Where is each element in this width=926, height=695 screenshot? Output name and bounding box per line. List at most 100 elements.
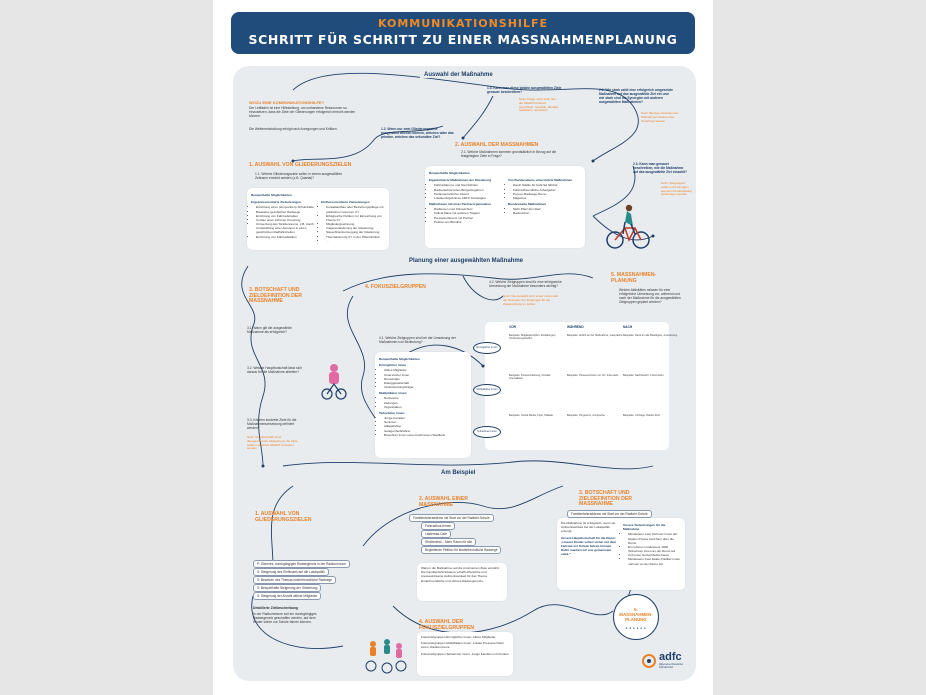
step3-question2: 3.2. Welche Hauptbotschaft lässt sich da…	[247, 366, 302, 375]
step4-card-title: Beispielhafte Möglichkeiten	[379, 357, 420, 361]
example-step4-title: 4. AUSWAHL DER FOKUSZIELGRUPPEN	[419, 619, 475, 631]
list-item: Imageveränderung der Gliederung	[326, 226, 385, 230]
list-item: Mehr Platz fürs Rad	[513, 207, 581, 211]
example-step2-card: Warum die Maßnahme auf die priorisierten…	[417, 563, 507, 601]
flow-path	[592, 165, 636, 217]
list-item: Alltagsfahrer	[384, 424, 467, 428]
list-item: Damit Städte für Fahrrad fahrbar	[513, 183, 581, 187]
flow-path	[251, 595, 344, 649]
step4-question1: 4.1. Welche Zielgruppen sind bei der Ums…	[379, 336, 456, 345]
list-item: Unterstützer innen	[384, 373, 467, 377]
grid-cell: Beispiele: Dank an alle Beteiligten, Aus…	[623, 334, 678, 337]
flow-path	[292, 125, 444, 162]
example-measure-item: Familienfahrraddemo mit Start vor der Ra…	[409, 514, 494, 522]
grid-header-nach: NACH	[623, 325, 633, 329]
example-step3-message: Unsere Hauptbotschaft für die Demo: „Uns…	[561, 535, 617, 557]
adfc-logo-text: adfc	[659, 651, 682, 663]
example-goal-item: S: Steigerung des Einflusses auf die Lok…	[253, 568, 329, 576]
list-item: Lokales Ergebnisse ADFC Kampagne	[434, 196, 502, 200]
step1-title: 1. AUSWAHL VON GLIEDERUNGSZIELEN	[249, 162, 352, 168]
grid-row-label: Multiplikator innen	[473, 384, 501, 396]
step5-title: 5. MASSNAHMEN-PLANUNG	[611, 272, 657, 284]
list-item: Kontaktaufbau oder Beziehungspflege mit …	[326, 205, 385, 213]
adfc-logo: adfc Allgemeiner Deutscher Fahrrad-Club	[641, 651, 685, 673]
header-subtitle: SCHRITT FÜR SCHRITT ZU EINER MASSNAHMENP…	[248, 32, 678, 47]
list-item: Gelegenheitsfahrer	[384, 429, 467, 433]
list-item: Radvolution	[513, 211, 581, 215]
grid-row-label: Teilnehmer innen	[473, 426, 501, 438]
question-1-2: 1.2. Wenn nur zwei Gliederungsziele ausg…	[381, 127, 454, 140]
list-item: Demokratie	[384, 377, 467, 381]
note-2-3: Notiz: Zielgruppen sollten mit Lösungen …	[661, 181, 692, 197]
step2-card: Beispielhafte Möglichkeiten Eigeninitiie…	[425, 166, 585, 248]
step1-question: 1.1. Welche Gliederungsziele sollen in e…	[255, 172, 342, 181]
list-item: Mindestens zwei lokale Politiker innen n…	[628, 557, 681, 565]
example-step3-title: 3. BOTSCHAFT UND ZIELDEFINITION DER MASS…	[579, 490, 633, 508]
step4-title: 4. FOKUSZIELGRUPPEN	[365, 284, 426, 290]
section-beispiel: Am Beispiel	[437, 470, 480, 476]
flow-endpoint	[481, 364, 485, 368]
flow-path	[342, 273, 594, 292]
example-detail-title: Detaillierte Zielbeschreibung	[253, 606, 299, 610]
example-target-group: Fokuszielgruppen Ermöglicher innen: Akti…	[421, 635, 496, 639]
example-goal-item: S: Steigerung der Anzahl aktiver Mitglie…	[253, 592, 322, 600]
list-item: Erfolgreiche Petition zur Einreichung vo…	[326, 214, 385, 222]
list-item: Umbau einer sicheren Kreuzung	[256, 218, 315, 222]
step2-title: 2. AUSWAHL DER MASSNAHMEN	[455, 142, 539, 148]
list-item: Radverkehrsrouten-Bürgerbegehren	[434, 188, 502, 192]
step3-question1: 3.1. Wann gilt die ausgewählte Maßnahme …	[247, 326, 292, 335]
step2-a-head: Eigeninitiierte Maßnahmen der Gliederung	[429, 178, 492, 183]
flow-path	[392, 604, 614, 634]
step3-question3: 3.3. Können konkrete Ziele für die Maßna…	[247, 418, 297, 431]
example-step5-circle: 5. MASSNAHMEN-PLANUNG ● ● ● ● ● ●	[613, 594, 659, 640]
content-panel: Auswahl der Maßnahme Planung einer ausge…	[233, 66, 696, 681]
question-2-3: 2.3. Kann man genauer beschreiben, wie d…	[633, 162, 688, 175]
list-item: Errichtung einer (temporären) Schulstraß…	[256, 205, 315, 209]
flow-endpoint	[261, 464, 265, 468]
note-1-3: Notiz: Frage nach auch hier die SMART-Kr…	[519, 97, 559, 113]
adfc-logo-icon	[642, 654, 656, 668]
list-item: Organisation	[384, 405, 467, 409]
grid-row-label: Ermöglicher innen	[473, 342, 501, 354]
flow-endpoint	[591, 159, 595, 163]
step1-col2: Einflussorientierte Zielsetzungen Kontak…	[321, 198, 385, 245]
list-item: Thematisierung XY in der Öffentlichkeit	[326, 235, 385, 239]
grid-cell: Beispiele: Nachbericht, Fotos teilen	[623, 374, 664, 377]
example-step5-title: 5. MASSNAHMEN-PLANUNG	[619, 607, 653, 622]
flow-endpoint	[291, 159, 295, 163]
grid-cell: Beispiele: Pressevertreter vor Ort, Inte…	[567, 374, 619, 377]
grid-header-vor: VOR	[509, 325, 516, 329]
section-planung: Planung einer ausgewählten Maßnahme	[405, 258, 528, 264]
flow-path	[402, 344, 484, 367]
question-1-3: 1.3. Kann man diese beiden ausgewählten …	[487, 86, 562, 95]
example-step3-left: Die Maßnahme ist erfolgreich, wenn sie A…	[561, 521, 619, 568]
step2-card-title: Beispielhafte Möglichkeiten	[429, 171, 470, 175]
flow-path	[270, 485, 294, 567]
example-step2-text: Warum die Maßnahme auf die priorisierten…	[421, 566, 500, 583]
step4-card: Beispielhafte Möglichkeiten Ermöglicher …	[375, 352, 471, 458]
question-2-2: 2.2. Wie stark zahlt eine erfolgreich um…	[599, 88, 673, 105]
grid-cell: Beispiele: Auftritt an der Maßnahme, Ges…	[567, 334, 623, 337]
step1-col1: Ergebnisorientierte Zielsetzungen Errich…	[251, 198, 315, 245]
list-item: Umwertung des Straßenraums, z.B. durch U…	[256, 222, 315, 235]
flow-path	[462, 95, 494, 139]
example-step4-card: Fokuszielgruppen Ermöglicher innen: Akti…	[417, 632, 513, 676]
example-target-group: Fokuszielgruppen Multiplikator innen: Lo…	[421, 641, 505, 650]
intro-title: WOZU EINE KOMMUNIKATIONSHILFE?	[249, 100, 325, 105]
step2-d-head: Bundesweite Maßnahmen	[508, 202, 546, 207]
list-item: Petition am Bündnis	[434, 220, 502, 224]
list-item: Fahrradfreundliche Arbeitgeber	[513, 188, 581, 192]
list-item: Dialoggesellschaft	[384, 381, 467, 385]
flow-endpoint	[651, 234, 655, 238]
intro-text: Der Leitfaden ist eine Hilfestellung, um…	[249, 106, 356, 119]
list-item: Pop-up-Radwege-Demo	[513, 192, 581, 196]
step4-g2-head: Multiplikator innen	[379, 391, 407, 396]
grid-cell: Beispiele: Mitgliedertreffen, Einladunge…	[509, 334, 557, 341]
flow-path	[292, 72, 639, 162]
flow-path	[362, 485, 564, 547]
example-target-group: Fokuszielgruppen Teilnehmer innen: Junge…	[421, 651, 509, 656]
example-step3-right: Unsere Zielsetzungen für die Maßnahme Mi…	[623, 521, 681, 568]
example-measure-item: Begleitende Petition für kinderfreundlic…	[421, 546, 502, 554]
list-item: Radtouren zum Klimaschutz	[434, 207, 502, 211]
grid-cell: Beispiele: Programm, Ansprache	[567, 414, 605, 417]
